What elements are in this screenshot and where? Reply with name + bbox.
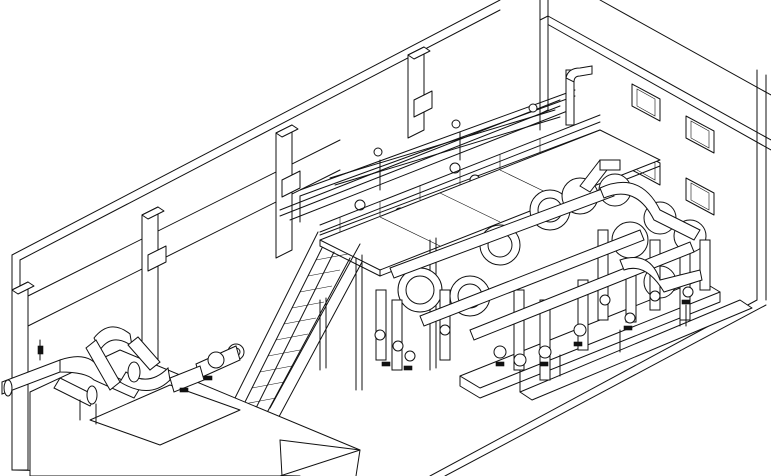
left-piping-loop (1, 326, 171, 425)
pipe-rack (279, 89, 611, 241)
riser-pipe (565, 65, 593, 126)
valves-and-instruments (374, 286, 694, 371)
header-pipes (389, 159, 703, 341)
wall-windows (631, 83, 715, 216)
pipe-supports (519, 304, 687, 393)
structural-columns (11, 15, 549, 471)
pump-unit (169, 343, 245, 393)
access-staircase (227, 231, 363, 433)
